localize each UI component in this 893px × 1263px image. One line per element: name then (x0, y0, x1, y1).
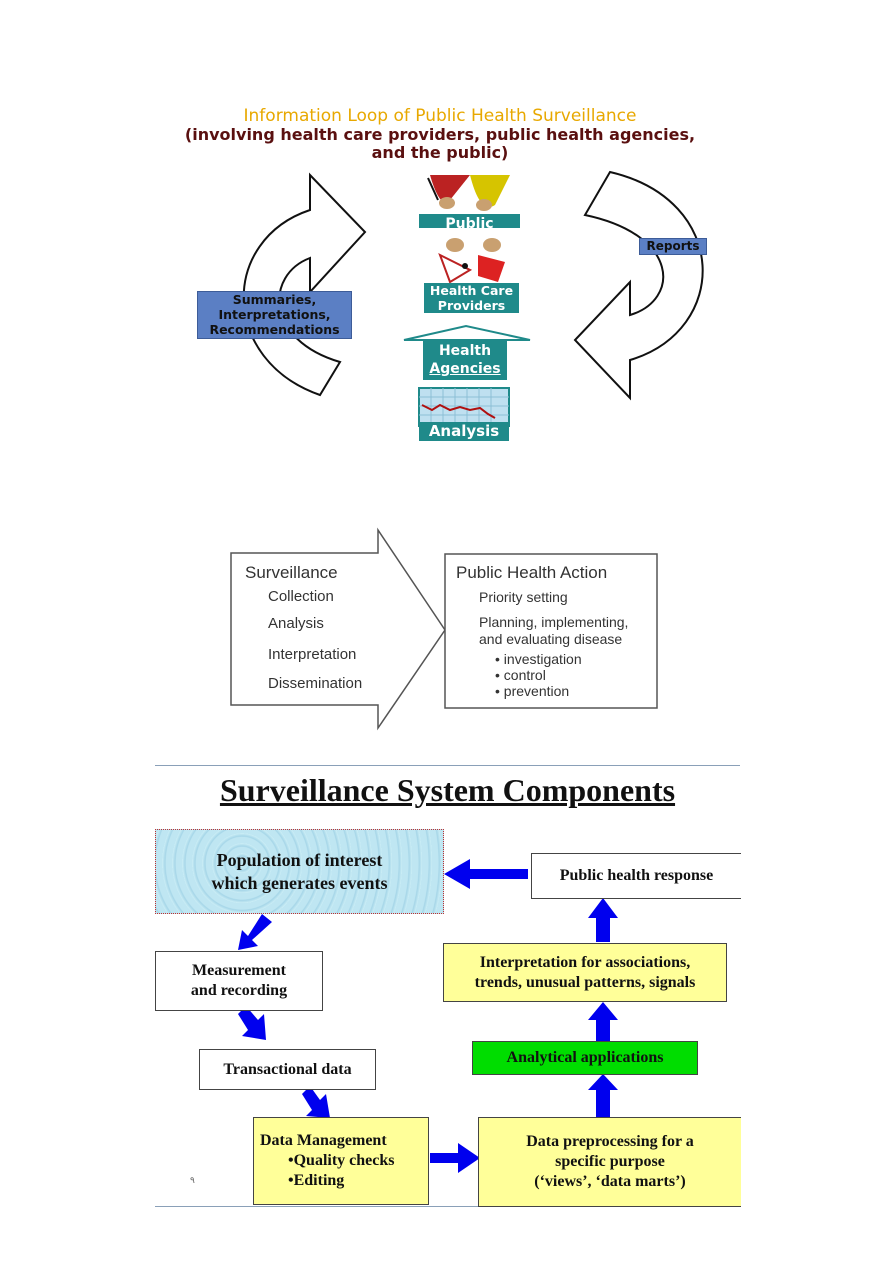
summaries-label: Summaries, Interpretations, Recommendati… (197, 291, 352, 339)
arrow-interpretation-to-response (588, 898, 618, 942)
agencies-up-arrow (403, 324, 531, 341)
agencies-label-line1: Health (438, 343, 492, 359)
surveillance-big-arrow (230, 527, 658, 731)
agencies-label-line2: Agencies (429, 361, 501, 377)
dm-item-quality: •Quality checks (288, 1152, 395, 1169)
surveillance-heading: Surveillance (245, 563, 338, 582)
components-bottom-rule (155, 1206, 740, 1207)
preprocessing-box: Data preprocessing for a specific purpos… (478, 1117, 741, 1207)
population-line2: which generates events (211, 872, 388, 893)
measurement-line1: Measurement (192, 962, 286, 979)
arrow-transactional-to-dm (302, 1086, 330, 1118)
summaries-line3: Recommendations (209, 322, 340, 337)
surveillance-item-interpretation: Interpretation (268, 646, 357, 663)
action-item-planning-line2: and evaluating disease (479, 631, 623, 647)
providers-label-line1: Health Care (429, 283, 514, 298)
page-mark: ٩ (190, 1176, 195, 1186)
prep-line1: Data preprocessing for a (526, 1133, 694, 1150)
arrow-response-to-population (444, 859, 528, 889)
interpretation-line2: trends, unusual patterns, signals (474, 973, 696, 991)
response-box: Public health response (531, 853, 741, 899)
prep-line3: (‘views’, ‘data marts’) (534, 1173, 686, 1190)
components-title: Surveillance System Components (219, 772, 676, 808)
population-line1: Population of interest (216, 850, 383, 870)
action-bullet-investigation-text: investigation (503, 651, 582, 667)
prep-line2: specific purpose (555, 1153, 665, 1170)
loop-title: Information Loop of Public Health Survei… (243, 106, 637, 126)
providers-people-image (438, 238, 505, 284)
reports-label: Reports (639, 238, 707, 255)
population-box: Population of interest which generates e… (155, 829, 444, 914)
surveillance-item-analysis: Analysis (268, 615, 324, 632)
action-bullet-control-text: control (503, 667, 546, 683)
dm-heading: Data Management (260, 1132, 387, 1149)
analytical-box: Analytical applications (472, 1041, 698, 1075)
interpretation-box: Interpretation for associations, trends,… (443, 943, 727, 1002)
surveillance-item-dissemination: Dissemination (268, 675, 363, 692)
loop-subtitle-line1: (involving health care providers, public… (184, 125, 696, 144)
loop-arrows (242, 170, 704, 427)
agencies-label: Health Agencies (423, 341, 507, 380)
providers-label-line2: Providers (437, 298, 506, 313)
action-bullet-investigation: • investigation (495, 651, 582, 667)
measurement-line2: and recording (190, 982, 288, 999)
action-heading: Public Health Action (456, 563, 608, 582)
summaries-line2: Interpretations, (218, 307, 331, 322)
measurement-box: Measurement and recording (155, 951, 323, 1011)
arrow-measurement-to-transactional (238, 1006, 266, 1040)
arrow-dm-to-preprocessing (430, 1143, 480, 1173)
action-item-planning-line1: Planning, implementing, (479, 614, 629, 630)
arrow-analytical-to-interpretation (588, 1002, 618, 1041)
action-bullet-control: • control (495, 667, 546, 683)
arrow-population-to-measurement (238, 914, 272, 950)
components-top-rule (155, 765, 740, 766)
transactional-box: Transactional data (199, 1049, 376, 1090)
summaries-line1: Summaries, (232, 292, 317, 307)
arrow-preprocessing-to-analytical (588, 1074, 618, 1117)
analysis-label: Analysis (419, 422, 509, 441)
providers-label: Health Care Providers (424, 283, 519, 313)
action-item-priority: Priority setting (479, 589, 568, 605)
action-bullet-prevention-text: prevention (503, 683, 570, 699)
public-label: Public (419, 214, 520, 228)
action-bullet-prevention: • prevention (495, 683, 570, 699)
surveillance-item-collection: Collection (268, 588, 334, 605)
loop-subtitle-line2: and the public) (371, 143, 509, 162)
data-management-box: Data Management •Quality checks •Editing (253, 1117, 429, 1205)
dm-item-editing: •Editing (288, 1172, 345, 1189)
public-people-image (427, 175, 510, 211)
interpretation-line1: Interpretation for associations, (479, 953, 691, 971)
